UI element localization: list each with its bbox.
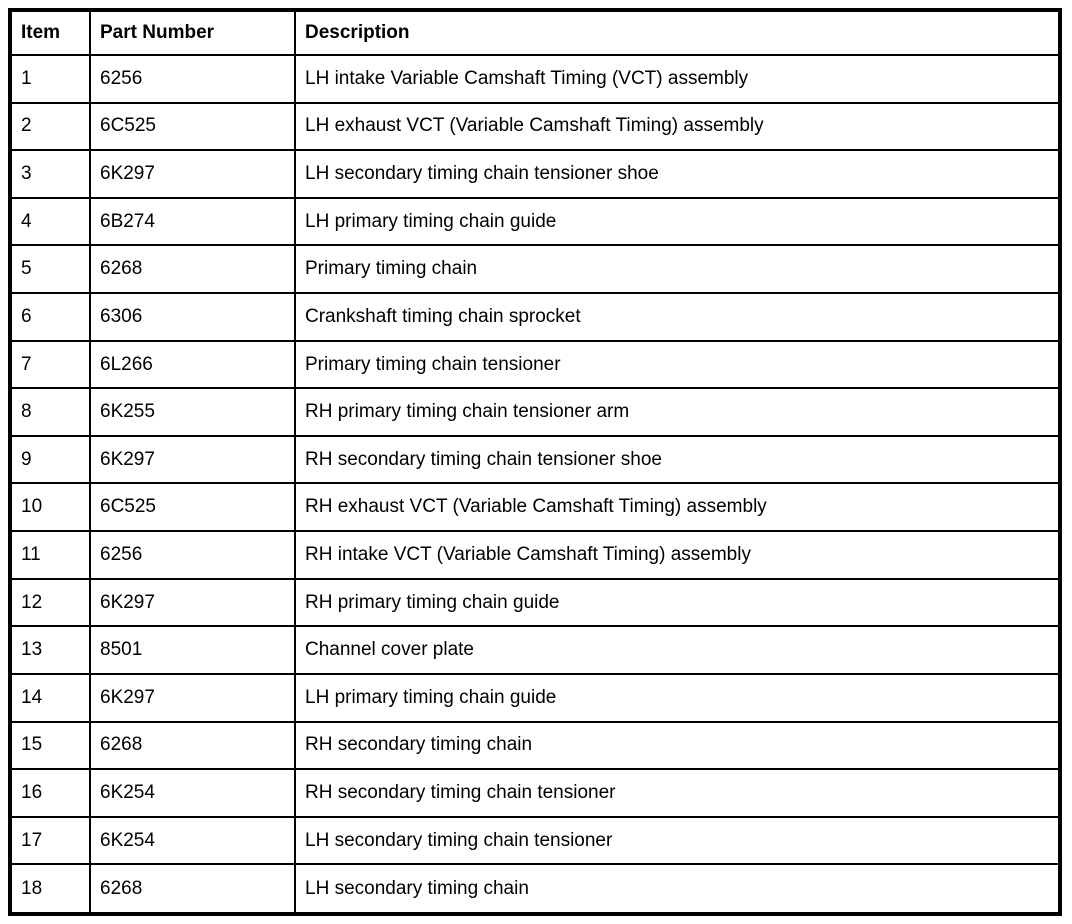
item-cell: 6 [9, 292, 91, 342]
table-header-row: Item Part Number Description [9, 9, 1061, 56]
part-number-cell: 6K255 [89, 387, 296, 437]
item-cell: 17 [9, 815, 91, 866]
item-cell: 13 [9, 625, 91, 675]
part-number-cell: 6K297 [89, 577, 296, 628]
description-cell: RH secondary timing chain tensioner shoe [294, 434, 1061, 485]
table-row: 2 6C525 LH exhaust VCT (Variable Camshaf… [9, 101, 1061, 152]
item-cell: 10 [9, 482, 91, 533]
description-cell: LH secondary timing chain [294, 863, 1061, 915]
table-row: 14 6K297 LH primary timing chain guide [9, 672, 1061, 723]
table-row: 6 6306 Crankshaft timing chain sprocket [9, 292, 1061, 342]
item-cell: 12 [9, 577, 91, 628]
description-cell: LH secondary timing chain tensioner [294, 815, 1061, 866]
table-row: 4 6B274 LH primary timing chain guide [9, 196, 1061, 247]
part-number-cell: 6K254 [89, 815, 296, 866]
description-cell: LH intake Variable Camshaft Timing (VCT)… [294, 54, 1061, 104]
part-number-cell: 6268 [89, 863, 296, 915]
part-number-cell: 6268 [89, 244, 296, 295]
part-number-cell: 6L266 [89, 339, 296, 390]
table-row: 10 6C525 RH exhaust VCT (Variable Camsha… [9, 482, 1061, 533]
column-header-description: Description [294, 9, 1061, 56]
item-cell: 9 [9, 434, 91, 485]
description-cell: Primary timing chain tensioner [294, 339, 1061, 390]
description-cell: RH exhaust VCT (Variable Camshaft Timing… [294, 482, 1061, 533]
table-row: 5 6268 Primary timing chain [9, 244, 1061, 295]
table-row: 18 6268 LH secondary timing chain [9, 863, 1061, 915]
item-cell: 16 [9, 768, 91, 818]
part-number-cell: 6C525 [89, 101, 296, 152]
item-cell: 7 [9, 339, 91, 390]
item-cell: 14 [9, 672, 91, 723]
description-cell: LH exhaust VCT (Variable Camshaft Timing… [294, 101, 1061, 152]
part-number-cell: 6256 [89, 530, 296, 580]
description-cell: Channel cover plate [294, 625, 1061, 675]
description-cell: RH primary timing chain guide [294, 577, 1061, 628]
description-cell: RH primary timing chain tensioner arm [294, 387, 1061, 437]
description-cell: Crankshaft timing chain sprocket [294, 292, 1061, 342]
description-cell: RH intake VCT (Variable Camshaft Timing)… [294, 530, 1061, 580]
table-row: 13 8501 Channel cover plate [9, 625, 1061, 675]
table-row: 12 6K297 RH primary timing chain guide [9, 577, 1061, 628]
item-cell: 8 [9, 387, 91, 437]
description-cell: LH secondary timing chain tensioner shoe [294, 149, 1061, 199]
table-body: 1 6256 LH intake Variable Camshaft Timin… [9, 54, 1061, 915]
part-number-cell: 6268 [89, 720, 296, 771]
item-cell: 4 [9, 196, 91, 247]
item-cell: 11 [9, 530, 91, 580]
item-cell: 18 [9, 863, 91, 915]
item-cell: 2 [9, 101, 91, 152]
part-number-cell: 6256 [89, 54, 296, 104]
table-row: 1 6256 LH intake Variable Camshaft Timin… [9, 54, 1061, 104]
table-row: 8 6K255 RH primary timing chain tensione… [9, 387, 1061, 437]
part-number-cell: 8501 [89, 625, 296, 675]
table-row: 3 6K297 LH secondary timing chain tensio… [9, 149, 1061, 199]
item-cell: 1 [9, 54, 91, 104]
part-number-cell: 6K254 [89, 768, 296, 818]
parts-table: Item Part Number Description 1 6256 LH i… [8, 8, 1062, 916]
item-cell: 15 [9, 720, 91, 771]
description-cell: LH primary timing chain guide [294, 196, 1061, 247]
table-row: 7 6L266 Primary timing chain tensioner [9, 339, 1061, 390]
description-cell: Primary timing chain [294, 244, 1061, 295]
table-row: 9 6K297 RH secondary timing chain tensio… [9, 434, 1061, 485]
column-header-part-number: Part Number [89, 9, 296, 56]
item-cell: 3 [9, 149, 91, 199]
table-row: 11 6256 RH intake VCT (Variable Camshaft… [9, 530, 1061, 580]
part-number-cell: 6K297 [89, 434, 296, 485]
part-number-cell: 6C525 [89, 482, 296, 533]
table-header: Item Part Number Description [9, 9, 1061, 56]
item-cell: 5 [9, 244, 91, 295]
part-number-cell: 6306 [89, 292, 296, 342]
table-row: 16 6K254 RH secondary timing chain tensi… [9, 768, 1061, 818]
description-cell: LH primary timing chain guide [294, 672, 1061, 723]
part-number-cell: 6B274 [89, 196, 296, 247]
table-row: 15 6268 RH secondary timing chain [9, 720, 1061, 771]
description-cell: RH secondary timing chain [294, 720, 1061, 771]
table-row: 17 6K254 LH secondary timing chain tensi… [9, 815, 1061, 866]
part-number-cell: 6K297 [89, 672, 296, 723]
description-cell: RH secondary timing chain tensioner [294, 768, 1061, 818]
column-header-item: Item [9, 9, 91, 56]
part-number-cell: 6K297 [89, 149, 296, 199]
